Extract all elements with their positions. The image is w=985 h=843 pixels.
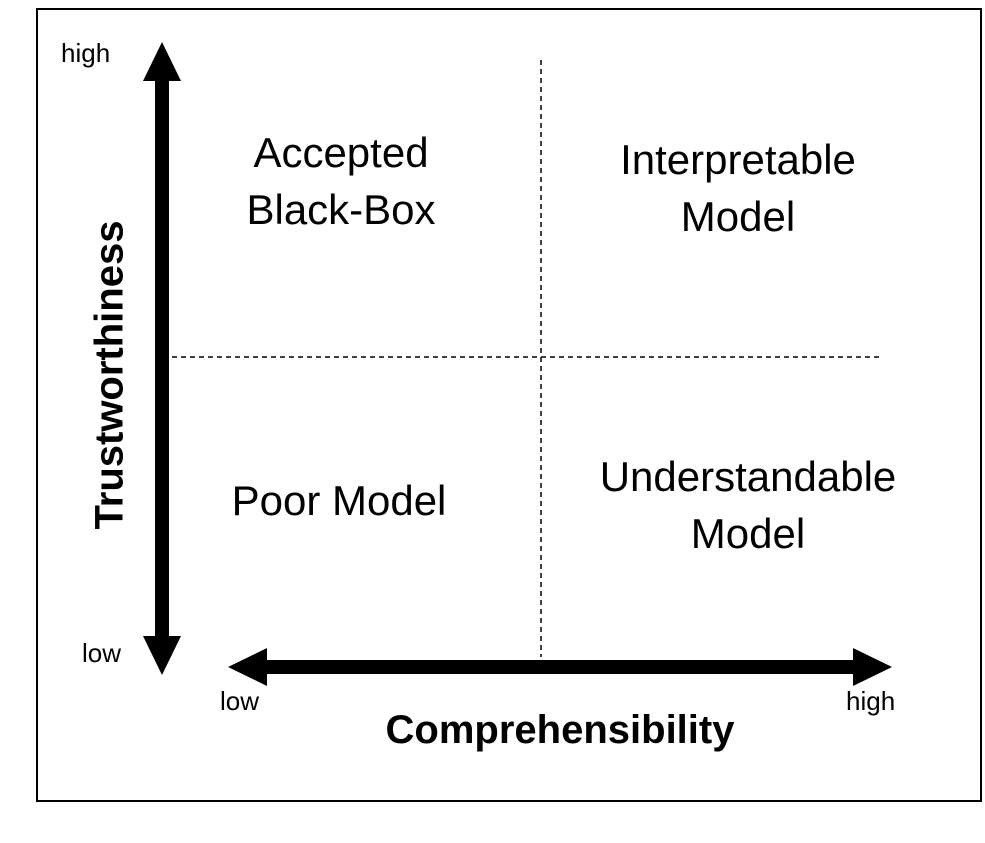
- x-axis-arrow: [228, 648, 892, 686]
- quadrant-bottom-right-line-1: Understandable: [599, 453, 897, 500]
- quadrant-bottom-left-line-1: Poor Model: [231, 477, 447, 524]
- diagram-frame: [36, 8, 982, 802]
- quadrant-top-left-line-1: Accepted: [253, 129, 429, 176]
- y-axis-arrow: [143, 42, 181, 675]
- y-axis-high-label: high: [61, 38, 111, 68]
- y-axis-low-label: low: [82, 638, 122, 668]
- quadrant-top-left-line-2: Black-Box: [246, 186, 436, 233]
- quadrant-top-left: Accepted Black-Box: [246, 124, 435, 238]
- x-axis-low-label: low: [220, 686, 260, 716]
- quadrant-bottom-right: Understandable Model: [600, 448, 897, 562]
- x-axis-high-label: high: [846, 686, 896, 716]
- quadrant-bottom-right-line-2: Model: [690, 510, 806, 557]
- quadrant-top-right-line-1: Interpretable: [620, 136, 856, 183]
- quadrant-top-right-line-2: Model: [680, 193, 796, 240]
- quadrant-top-right: Interpretable Model: [620, 131, 856, 245]
- x-axis-title: Comprehensibility: [385, 708, 735, 752]
- y-axis-title: Trustworthiness: [87, 220, 132, 530]
- quadrant-bottom-left: Poor Model: [232, 472, 447, 529]
